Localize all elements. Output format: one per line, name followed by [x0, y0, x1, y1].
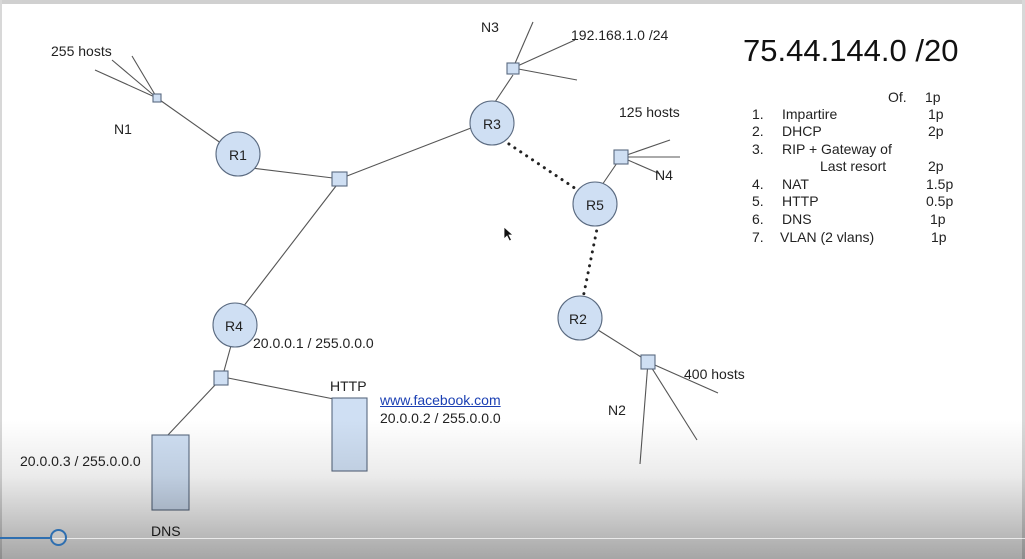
n3-switch[interactable] — [506, 62, 520, 75]
dmz-switch[interactable] — [213, 370, 229, 386]
task-number: 2. — [752, 123, 764, 139]
n1-name-label: N1 — [114, 121, 132, 137]
task-number: 7. — [752, 229, 764, 245]
task-name: Impartire — [782, 106, 838, 122]
http-domain-link[interactable]: www.facebook.com — [380, 392, 501, 408]
task-points: 2p — [928, 158, 944, 174]
task-points: 1p — [931, 229, 947, 245]
servers — [151, 397, 368, 511]
n2-switch[interactable] — [640, 354, 656, 370]
dns-address-label: 20.0.0.3 / 255.0.0.0 — [20, 453, 141, 469]
http-server-label: HTTP — [330, 378, 367, 394]
progress-bar[interactable] — [0, 538, 1025, 539]
task-name: HTTP — [782, 193, 819, 209]
task-name: DNS — [782, 211, 812, 227]
n3-fan-line — [512, 39, 576, 69]
task-name: VLAN (2 vlans) — [780, 229, 875, 245]
n4-hosts-label: 125 hosts — [619, 104, 680, 120]
task-name: NAT — [782, 176, 809, 192]
grading-header-points: 1p — [925, 89, 941, 105]
network-title: 75.44.144.0 /20 — [743, 33, 959, 68]
n3-fan-line — [512, 67, 578, 81]
router-r3-label: R3 — [483, 116, 501, 132]
grading-header: Of. — [888, 89, 907, 105]
task-number: 5. — [752, 193, 764, 209]
link-r3-n3switch — [494, 74, 514, 103]
n2-fan-line — [647, 361, 698, 441]
n2-fan-line — [647, 361, 719, 394]
r4-address-label: 20.0.0.1 / 255.0.0.0 — [253, 335, 374, 351]
mouse-cursor-icon — [503, 226, 515, 242]
n2-fan-line — [639, 361, 649, 465]
left-border — [0, 0, 2, 559]
serial-links — [501, 138, 600, 300]
top-border — [0, 0, 1025, 4]
task-points: 2p — [928, 123, 944, 139]
dns-server-label: DNS — [151, 523, 181, 539]
n4-name-label: N4 — [655, 167, 673, 183]
n1-fan-line — [94, 69, 158, 99]
n1-hosts-label: 255 hosts — [51, 43, 112, 59]
dns-server[interactable] — [151, 434, 190, 511]
router-r1-label: R1 — [229, 147, 247, 163]
progress-played — [0, 537, 50, 539]
link-dmzswitch-dns — [166, 383, 217, 437]
n1-fan-line — [131, 55, 158, 99]
right-border — [1022, 0, 1025, 559]
core-switch[interactable] — [331, 171, 348, 187]
router-labels: R1 R2 R3 R4 R5 — [225, 116, 604, 334]
router-r4[interactable] — [212, 302, 258, 348]
link-r5-n4switch — [601, 162, 618, 186]
task-name: RIP + Gateway of — [782, 141, 892, 157]
task-name-continued: Last resort — [820, 158, 887, 174]
n4-fan-line — [620, 139, 671, 158]
link-r5-r2 — [581, 222, 600, 300]
task-points: 1p — [928, 106, 944, 122]
router-r4-label: R4 — [225, 318, 243, 334]
task-number: 6. — [752, 211, 764, 227]
n4-switch[interactable] — [613, 149, 629, 165]
link-r1-coreswitch — [242, 166, 334, 179]
link-n1switch-r1 — [156, 97, 226, 147]
task-number: 1. — [752, 106, 764, 122]
scrubber-handle[interactable] — [50, 529, 67, 546]
task-name: DHCP — [782, 123, 822, 139]
n2-hosts-label: 400 hosts — [684, 366, 745, 382]
routers — [212, 100, 618, 348]
link-coreswitch-r3 — [346, 127, 472, 177]
task-points: 1.5p — [926, 176, 954, 192]
n3-address-label: 192.168.1.0 /24 — [571, 27, 669, 43]
n1-fan-line — [111, 59, 158, 99]
router-r1[interactable] — [215, 131, 261, 177]
task-points: 1p — [930, 211, 946, 227]
http-server[interactable] — [331, 397, 368, 472]
link-r3-r5 — [501, 138, 584, 195]
n3-fan-line — [512, 21, 534, 69]
http-address-label: 20.0.0.2 / 255.0.0.0 — [380, 410, 501, 426]
n3-name-label: N3 — [481, 19, 499, 35]
task-number: 4. — [752, 176, 764, 192]
n1-switch[interactable] — [152, 93, 162, 103]
router-r2[interactable] — [557, 295, 603, 341]
router-r5-label: R5 — [586, 197, 604, 213]
router-r3[interactable] — [469, 100, 515, 146]
task-points: 0.5p — [926, 193, 954, 209]
task-number: 3. — [752, 141, 764, 157]
router-r2-label: R2 — [569, 311, 587, 327]
n2-name-label: N2 — [608, 402, 626, 418]
router-r5[interactable] — [572, 181, 618, 227]
switches — [152, 62, 656, 386]
link-coreswitch-r4 — [242, 185, 337, 308]
link-r2-n2switch — [597, 329, 642, 358]
